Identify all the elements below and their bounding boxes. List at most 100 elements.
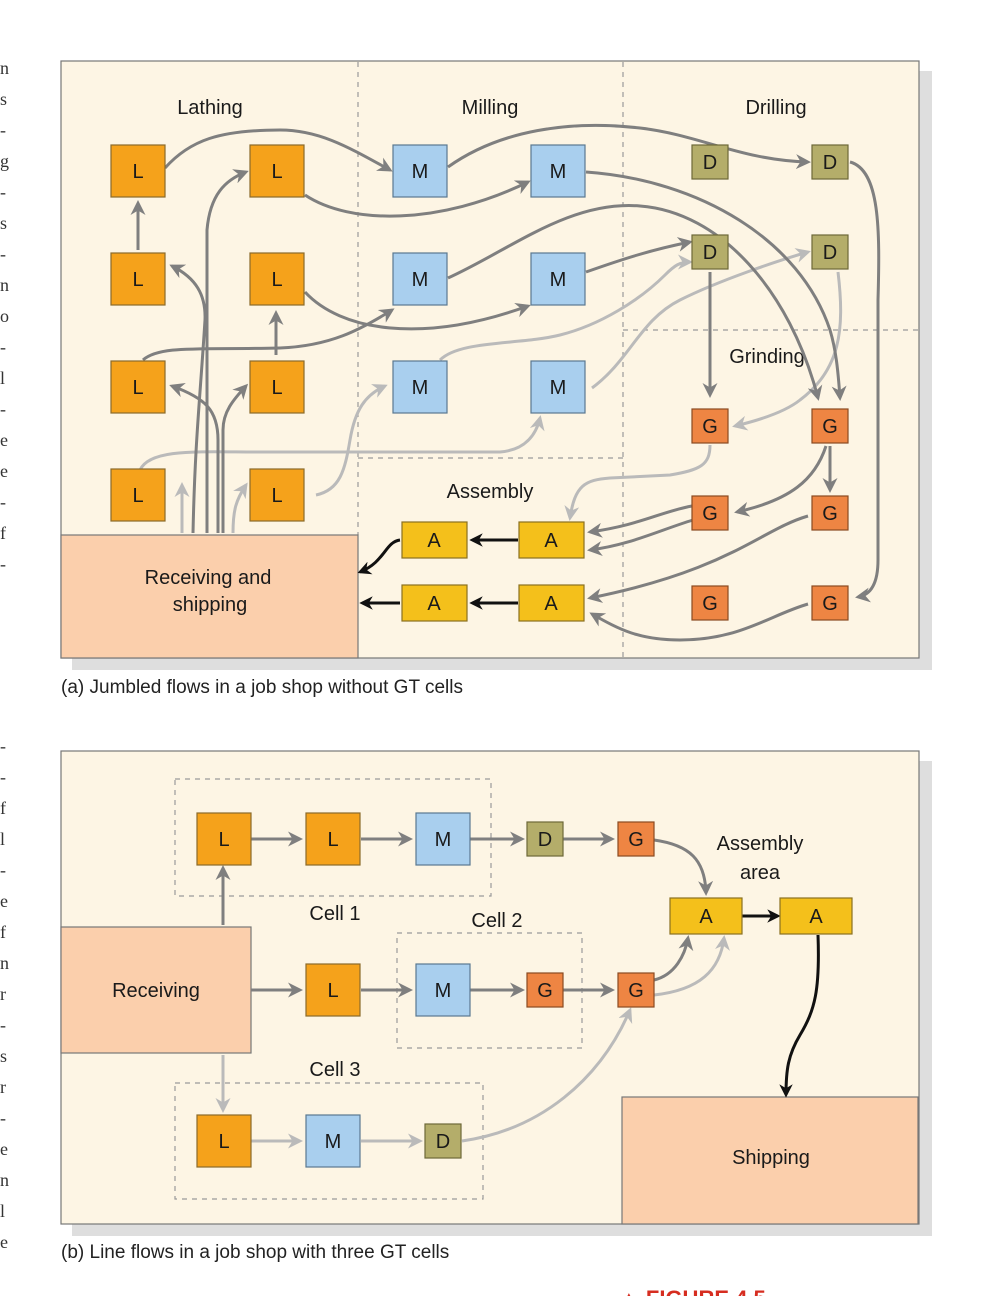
margin-glyph: n [0, 1170, 9, 1190]
grind-group: G G G G G G [691, 408, 849, 621]
mill-label: M [325, 1131, 342, 1153]
mill-box [530, 144, 586, 198]
margin-glyph: e [0, 430, 8, 450]
area-label-lathing: Lathing [177, 97, 243, 119]
lathe-box [249, 144, 305, 198]
grind-label: G [822, 416, 838, 438]
grind-label: G [822, 593, 838, 615]
lathe-label: L [218, 829, 229, 851]
grind-box [691, 408, 729, 444]
mill-label: M [550, 377, 567, 399]
lathe-label: L [271, 377, 282, 399]
mill-box [305, 1114, 361, 1168]
mill-label: M [550, 161, 567, 183]
lathe-label: L [132, 269, 143, 291]
margin-glyph: n [0, 953, 9, 973]
lathe-box [305, 963, 361, 1017]
margin-glyph: f [0, 922, 6, 942]
lathe-group: L L L L L L L L [110, 144, 305, 522]
assembly-area-label-line1: Assembly [717, 833, 804, 855]
margin-glyph: n [0, 275, 9, 295]
mill-box [392, 360, 448, 414]
mill-box [415, 963, 471, 1017]
assemble-label: A [699, 906, 713, 928]
area-label-milling: Milling [462, 97, 519, 119]
drill-group: D D D D [691, 144, 849, 270]
lathe-box [110, 144, 166, 198]
panel-a-flows [130, 123, 881, 642]
assemble-label: A [809, 906, 823, 928]
assemble-box [518, 584, 585, 622]
lathe-box [249, 360, 305, 414]
lathe-box [110, 252, 166, 306]
lathe-box [196, 1114, 252, 1168]
assemble-box [779, 897, 853, 935]
figure-label: ▲ FIGURE 4.5 [618, 1286, 766, 1296]
lathe-label: L [271, 485, 282, 507]
mill-box [530, 360, 586, 414]
area-label-assembly: Assembly [447, 481, 534, 503]
assembly-area-machines [669, 897, 853, 935]
mill-label: M [435, 980, 452, 1002]
grind-label: G [702, 416, 718, 438]
margin-glyph: s [0, 213, 7, 233]
mill-box [415, 812, 471, 866]
lathe-label: L [327, 980, 338, 1002]
margin-glyph: - [0, 736, 6, 756]
margin-glyph: s [0, 1046, 7, 1066]
grind-box [526, 972, 564, 1008]
margin-glyph: e [0, 1232, 8, 1252]
margin-glyph: n [0, 58, 9, 78]
panel-a: Lathing Milling Drilling Grinding Assemb… [60, 60, 932, 698]
assemble-box [669, 897, 743, 935]
receiving-shipping-label-line2: shipping [173, 594, 248, 616]
mill-label: M [412, 377, 429, 399]
lathe-box [305, 812, 361, 866]
grind-label: G [822, 503, 838, 525]
lathe-label: L [132, 161, 143, 183]
margin-glyph: - [0, 1015, 6, 1035]
lathe-box [110, 468, 166, 522]
drill-label: D [436, 1131, 450, 1153]
drill-box [691, 234, 729, 270]
receiving-shipping-label-line1: Receiving and [145, 567, 272, 589]
area-label-grinding: Grinding [729, 346, 805, 368]
assemble-box [401, 521, 468, 559]
assembly-area-label-line2: area [740, 862, 781, 884]
lathe-box [110, 360, 166, 414]
drill-label: D [703, 152, 717, 174]
cell-2-label: Cell 2 [471, 910, 522, 932]
drill-box [526, 821, 564, 857]
assemble-box [518, 521, 585, 559]
margin-glyph: - [0, 860, 6, 880]
drill-box [811, 234, 849, 270]
margin-glyph: - [0, 492, 6, 512]
lathe-label: L [327, 829, 338, 851]
drill-box [691, 144, 729, 180]
lathe-box [249, 468, 305, 522]
assemble-label: A [427, 593, 441, 615]
margin-glyph: f [0, 798, 6, 818]
shipping-block [621, 1096, 919, 1225]
margin-glyph: l [0, 368, 5, 388]
margin-glyph: e [0, 1139, 8, 1159]
grind-box [691, 585, 729, 621]
margin-glyph: o [0, 306, 9, 326]
grind-box [811, 495, 849, 531]
drill-box [424, 1123, 462, 1159]
receiving-label: Receiving [112, 980, 200, 1002]
grind-label: G [628, 829, 644, 851]
grind-label: G [702, 593, 718, 615]
mill-label: M [435, 829, 452, 851]
grind-box [617, 821, 655, 857]
cell-1-label: Cell 1 [309, 903, 360, 925]
margin-glyph: s [0, 89, 7, 109]
margin-glyph: - [0, 554, 6, 574]
drill-label: D [823, 152, 837, 174]
margin-glyph: g [0, 151, 9, 171]
lathe-label: L [271, 269, 282, 291]
margin-glyph: e [0, 461, 8, 481]
margin-glyph: e [0, 891, 8, 911]
receiving-block [60, 926, 252, 1054]
